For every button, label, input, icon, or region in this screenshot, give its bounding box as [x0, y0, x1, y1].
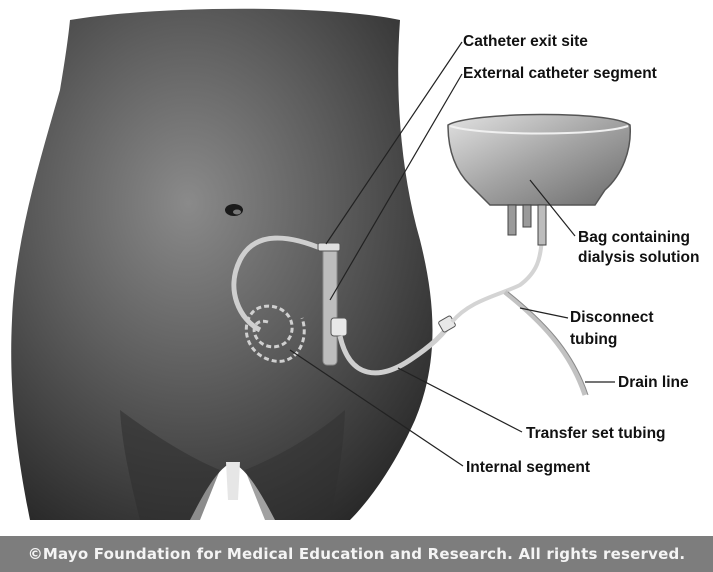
label-external-catheter-segment: External catheter segment: [463, 64, 657, 83]
copyright-footer: ©Mayo Foundation for Medical Education a…: [0, 536, 713, 572]
navel-highlight: [233, 210, 241, 215]
label-tubing: tubing: [570, 330, 617, 349]
bag-port-left: [508, 205, 516, 235]
label-internal-segment: Internal segment: [466, 458, 590, 477]
label-bag-containing: Bag containing: [578, 228, 690, 247]
label-drain-line: Drain line: [618, 373, 689, 392]
catheter-connector: [331, 318, 347, 336]
external-catheter-segment: [323, 245, 337, 365]
catheter-exit-cuff: [318, 243, 340, 251]
label-dialysis-solution: dialysis solution: [578, 248, 699, 267]
navel: [225, 204, 243, 216]
label-transfer-set-tubing: Transfer set tubing: [526, 424, 666, 443]
torso: [11, 9, 432, 520]
bag-port-right: [538, 205, 546, 245]
bag-port-mid: [523, 205, 531, 227]
groin-gap: [226, 462, 240, 500]
label-catheter-exit-site: Catheter exit site: [463, 32, 588, 51]
label-disconnect: Disconnect: [570, 308, 654, 327]
